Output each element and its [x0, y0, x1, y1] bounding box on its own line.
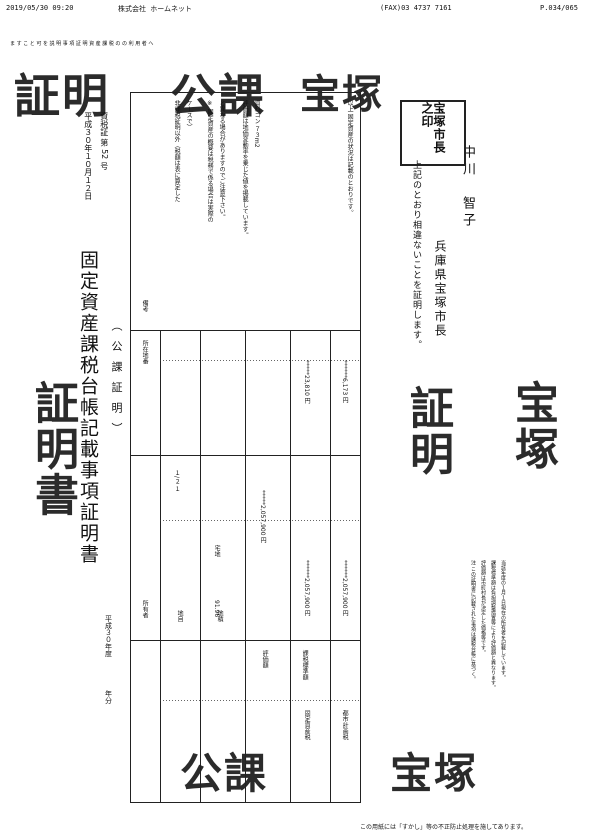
watermark-stamp: 証明 — [14, 69, 110, 123]
dotted-rule — [160, 360, 360, 361]
table-row-label: 固定資産税 — [303, 710, 311, 740]
total-value: *****2,057,900 円 — [259, 490, 267, 544]
header-owner: 所有者 — [141, 600, 149, 618]
side-note-line: 注 この証明書に記載された事項は課税台帳に基づく。 — [470, 560, 476, 682]
table-row-value: *****23,810 円 — [303, 360, 311, 404]
remarks-line: 以上 固定資産の状況は記載のとおりです。 — [346, 100, 354, 216]
fiscal-year: 平成３０年度 — [104, 615, 113, 657]
header-area: 地積 — [216, 610, 224, 622]
watermark-stamp: 公課 — [170, 69, 266, 123]
table-column-line — [290, 330, 291, 802]
watermark-stamp: 証明書 — [27, 380, 78, 518]
watermark-stamp: 宝塚 — [300, 72, 384, 118]
issuer-title: 兵庫県宝塚市長 — [433, 240, 447, 338]
fiscal-year-suffix: 年分 — [104, 690, 113, 704]
fax-datetime: 2019/05/30 09:20 — [6, 4, 74, 12]
side-note-line: 評価額は市町村長が決定した価格等です。 — [480, 560, 486, 655]
area-value: 91.96 — [213, 600, 221, 618]
header-tax-base: 課税標準額 — [301, 650, 309, 680]
table-border — [130, 92, 361, 93]
remarks-line: ※ 固定資産の概要は税務で係る場合は実際の — [206, 100, 214, 223]
header-location: 所在地番 — [141, 340, 149, 364]
class-value: 宅地 — [213, 545, 221, 557]
certify-text: 上記のとおり相違ないことを証明します。 — [411, 160, 421, 350]
table-column-line — [245, 330, 246, 802]
table-column-line — [160, 330, 161, 802]
side-note-line: 課税標準額は負担調整措置等により評価額と異なります。 — [490, 560, 496, 690]
header-class: 地目 — [176, 610, 184, 622]
watermark-stamp: 宝塚 — [507, 380, 558, 472]
table-row-label: 都市計画税 — [341, 710, 349, 740]
document-subtitle: （ 公 課 証 明 ） — [110, 320, 123, 437]
dotted-rule — [160, 700, 360, 701]
location-value: １/２ １ — [173, 470, 181, 492]
fax-number: (FAX)03 4737 7161 — [380, 4, 452, 12]
remarks-line: ケースで） — [185, 100, 193, 130]
top-note: ま す こ と 可 を 説 明 事 項 証 明 資 産 課 税 の の 利 用 … — [10, 41, 154, 47]
remarks-line: 資料コン ７３m2 — [253, 100, 261, 148]
remarks-line: 評価額は地価変動率を乗じた値を掲載しています。 — [241, 100, 249, 238]
seal-text: 宝塚市長之印 — [420, 102, 446, 154]
remarks-line: と異なる場合がありますのでご注意下さい。 — [218, 100, 226, 220]
table-border — [130, 802, 361, 803]
remarks-line: 非課税証明以外（税額は表に算定した — [173, 100, 181, 202]
header-taxable-value: 評価額 — [261, 650, 269, 668]
table-row-value: ******6,173 円 — [341, 360, 349, 404]
issuer-name: 中川 智子 — [460, 145, 475, 230]
side-note-line: 当該年度の１月１日現在の所有者を記載しています。 — [500, 560, 506, 680]
table-border — [360, 92, 361, 802]
table-border — [130, 92, 131, 802]
fax-sender: 株式会社 ホームネット — [118, 5, 193, 13]
dotted-rule — [160, 520, 360, 521]
fax-page: P.034/065 — [540, 4, 578, 12]
watermark-stamp: 証明 — [402, 385, 453, 477]
official-seal: 宝塚市長之印 — [400, 100, 466, 166]
watermark-stamp: 公課 — [180, 749, 269, 798]
doc-date: 平成３０年１０月１２日 — [83, 112, 93, 200]
table-column-line — [330, 330, 331, 802]
watermark-stamp: 宝塚 — [390, 749, 479, 798]
document-title: 固定資産課税台帳記載事項証明書 — [77, 250, 99, 565]
table-column-line — [200, 330, 201, 802]
header-remarks: 備考 — [141, 300, 149, 312]
footer-warning: この用紙には「すかし」等の不正防止処理を施してあります。 — [360, 824, 528, 831]
doc-number: 資税証 第 52 号 — [99, 112, 109, 170]
table-row-value: ******2,057,900 円 — [303, 560, 311, 617]
table-row-value: ******2,057,900 円 — [341, 560, 349, 617]
